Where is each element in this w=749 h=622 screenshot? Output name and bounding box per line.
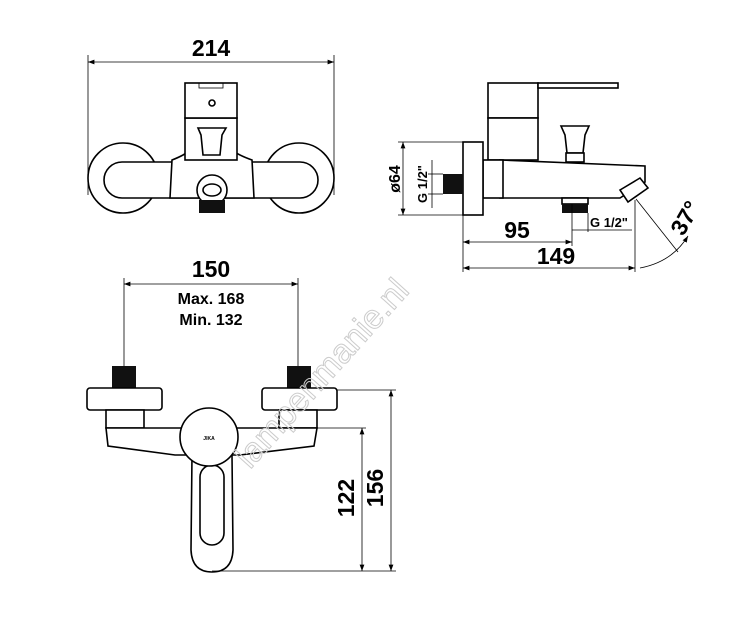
side-wall-plate bbox=[462, 141, 484, 216]
side-view: ø64 G 1/2" G 1/2" 95 149 37° bbox=[387, 82, 705, 272]
watermark: lampenmanie.nl bbox=[228, 272, 417, 476]
center-distance-label: 150 bbox=[192, 256, 230, 282]
depth-dimension-label: 149 bbox=[537, 243, 575, 269]
outlet-height-label: 122 bbox=[333, 479, 359, 517]
center-disk bbox=[179, 407, 239, 467]
diverter-knob bbox=[196, 127, 228, 156]
outlet-distance-label: 95 bbox=[504, 217, 530, 243]
lever-dot bbox=[208, 99, 216, 107]
front-view: 150 Max. 168 Min. 132 JIKA 156 122 bbox=[86, 256, 396, 573]
inlet-thread bbox=[443, 174, 463, 194]
outlet-thread bbox=[199, 200, 225, 213]
max-distance-label: Max. 168 bbox=[178, 291, 245, 308]
inlet-thread-label: G 1/2" bbox=[415, 165, 430, 203]
min-distance-label: Min. 132 bbox=[179, 312, 242, 329]
total-height-label: 156 bbox=[362, 469, 388, 507]
top-view: 214 bbox=[87, 35, 335, 214]
left-connector bbox=[112, 366, 136, 388]
handle bbox=[190, 454, 234, 573]
right-connector bbox=[287, 366, 311, 388]
brand-logo: JIKA bbox=[203, 436, 215, 442]
lever-plate bbox=[537, 82, 619, 89]
outlet-thread-label: G 1/2" bbox=[590, 215, 628, 230]
plate-diameter-label: ø64 bbox=[387, 165, 404, 193]
spout-angle-label: 37° bbox=[665, 196, 705, 239]
bottom-outlet-thread bbox=[562, 204, 588, 213]
width-dimension-label: 214 bbox=[192, 35, 231, 61]
